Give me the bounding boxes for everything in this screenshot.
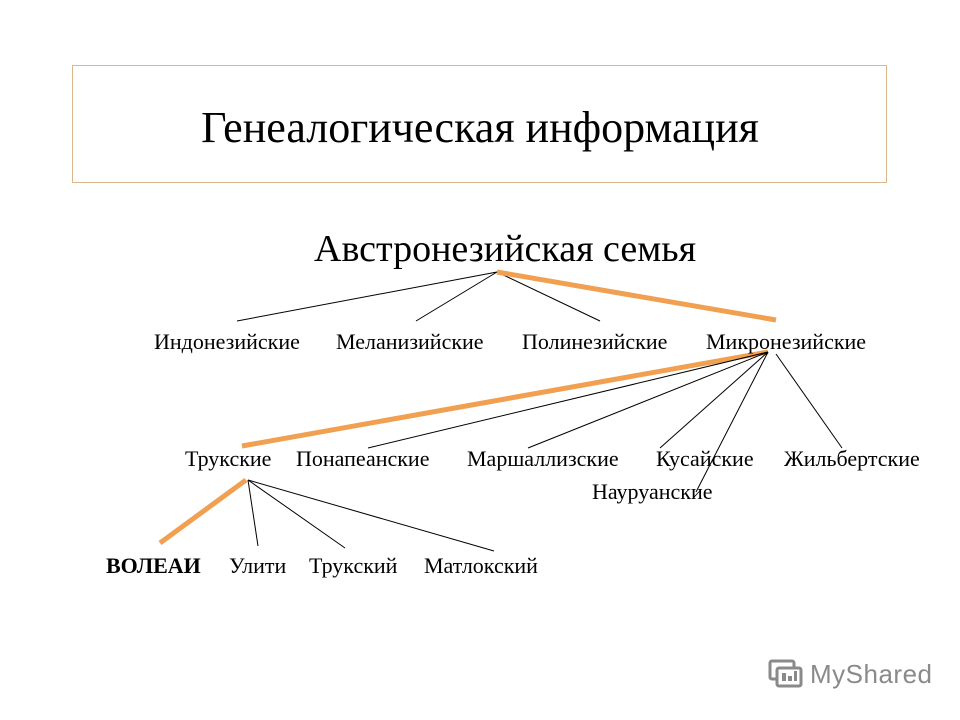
node-trukese: Трукские (185, 446, 272, 471)
edge-root-micronesian-highlight (496, 269, 777, 323)
slide-title: Генеалогическая информация (201, 103, 759, 152)
node-woleai: ВОЛЕАИ (106, 553, 201, 578)
edge-micro-gilbertese (775, 353, 843, 449)
edge-root-polynesian (496, 271, 601, 322)
node-trukese-dialect: Трукский (309, 553, 398, 578)
edge-micro-ponapean (367, 351, 769, 449)
node-marshallese: Маршаллизские (467, 446, 619, 471)
node-nauruan: Науруанские (592, 479, 713, 504)
root-node: Австронезийская семья (314, 228, 697, 270)
node-indonesian: Индонезийские (154, 329, 300, 354)
node-micronesian: Микронезийские (706, 329, 867, 354)
edge-micro-nauruan (695, 351, 769, 493)
node-kusaiean: Кусайские (656, 446, 754, 471)
edge-truk-mortlock (247, 479, 495, 552)
node-melanesian: Меланизийские (336, 329, 484, 354)
edge-truk-woleai-highlight (158, 477, 248, 546)
node-gilbertese: Жильбертские (784, 446, 920, 471)
edge-micro-marshallese (527, 351, 769, 449)
watermark-text: MyShared (810, 658, 933, 689)
node-polynesian: Полинезийские (522, 329, 668, 354)
watermark: MyShared (768, 656, 933, 692)
node-ulithi: Улити (229, 553, 287, 578)
node-mortlock: Матлокский (424, 553, 538, 578)
mushared-logo-icon (768, 659, 803, 688)
node-ponapean: Понапеанские (296, 446, 430, 471)
edge-root-melanesian (415, 271, 498, 322)
edge-truk-ulithi (247, 479, 259, 547)
edge-truk-trukese (247, 479, 346, 549)
edge-micro-kusaiean (659, 351, 769, 449)
edge-micro-trukese-highlight (241, 349, 769, 449)
edge-root-indonesian (236, 271, 498, 322)
title-frame (72, 65, 887, 183)
